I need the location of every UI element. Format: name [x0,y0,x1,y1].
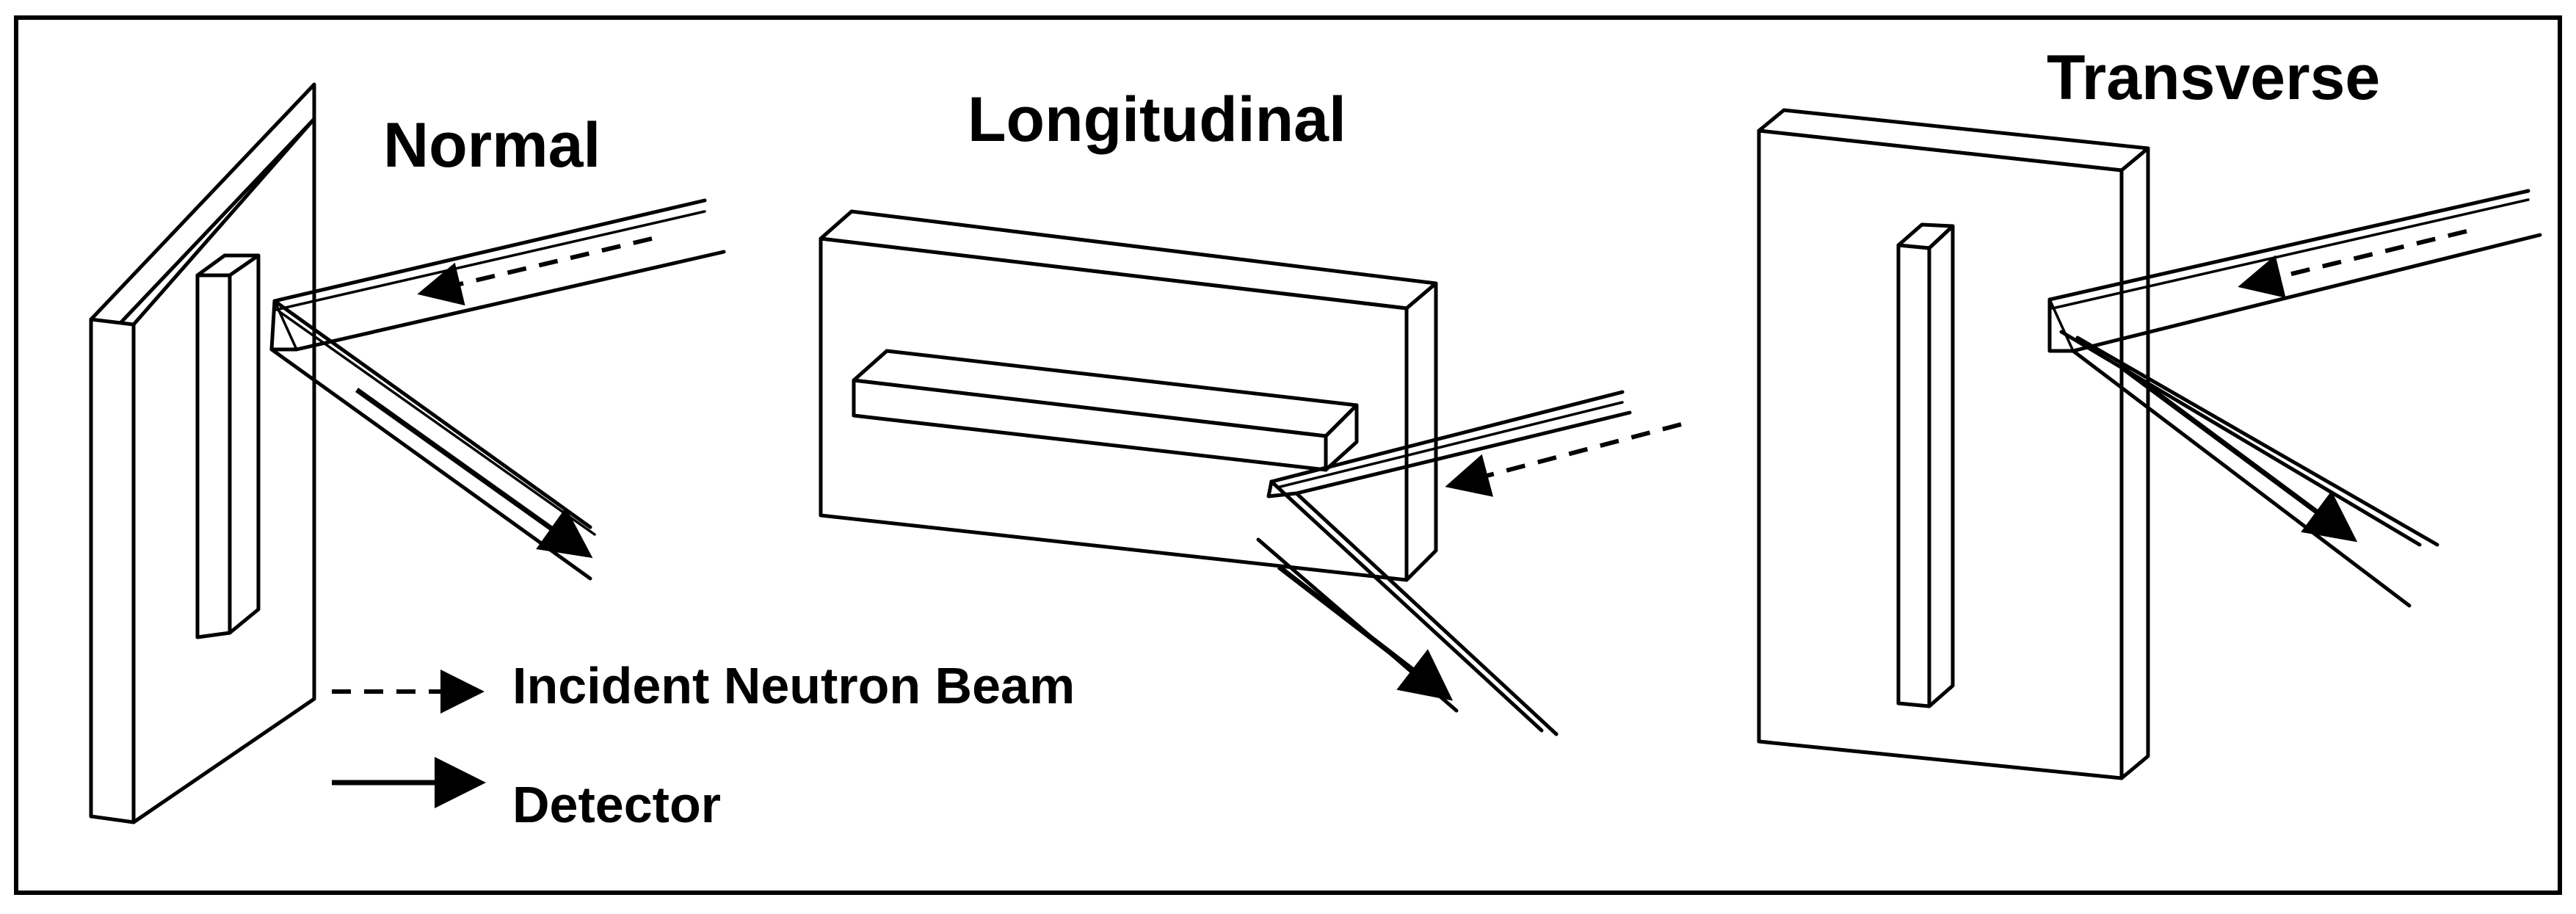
transverse-detector-arrow [2119,365,2358,543]
normal-weld-bar [195,253,261,639]
transverse-incident-beam-arrow [2238,229,2467,298]
longitudinal-panel: Longitudinal [819,84,1682,736]
longitudinal-incident-beam-arrow [1445,422,1682,497]
transverse-weld-bar [1896,222,1955,708]
transverse-panel: Transverse [1757,43,2542,780]
longitudinal-title: Longitudinal [968,84,1346,155]
transverse-beam-paths [2047,189,2542,608]
legend: Incident Neutron Beam Detector [332,657,1075,833]
figure-border [14,15,2562,895]
normal-detector-arrow [355,388,593,559]
longitudinal-detector-arrow [1277,565,1454,701]
normal-panel: Normal [89,82,726,824]
longitudinal-weld-bar [852,349,1359,472]
normal-title: Normal [383,110,601,181]
normal-incident-beam-arrow [417,236,653,306]
longitudinal-beam-paths [1256,390,1682,736]
transverse-title: Transverse [2047,43,2380,113]
legend-incident-label: Incident Neutron Beam [512,657,1075,714]
legend-detector-label: Detector [512,776,721,833]
normal-beam-paths [269,198,726,581]
